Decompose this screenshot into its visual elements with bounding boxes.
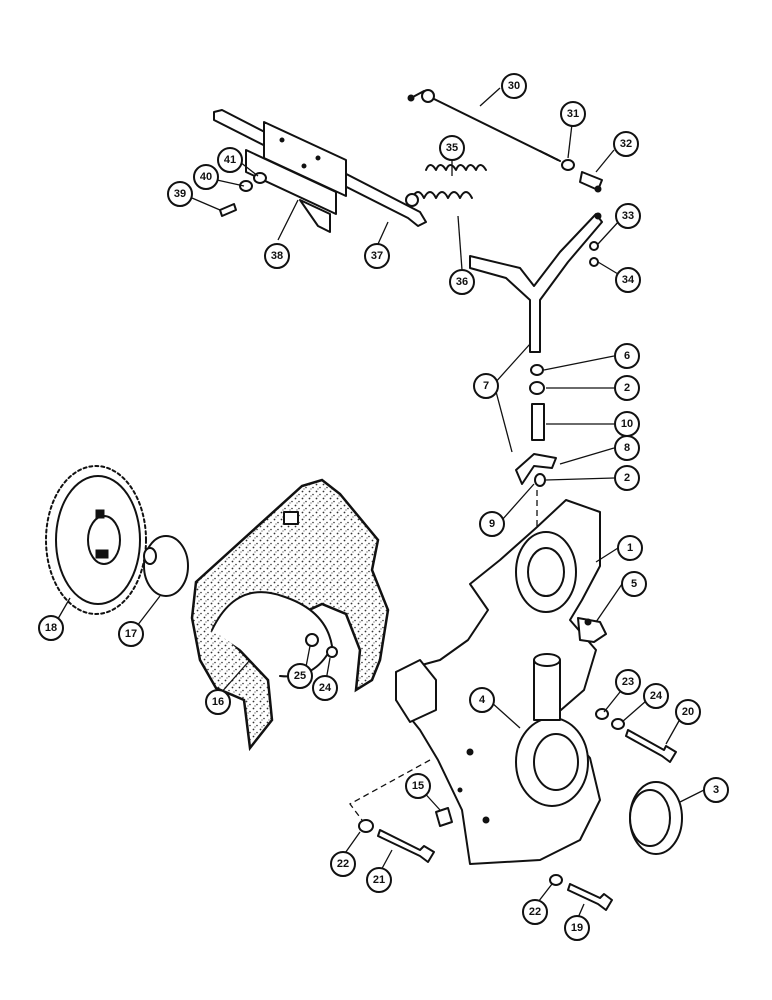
callout-label: 20 <box>682 706 694 718</box>
callout-22b: 22 <box>522 899 548 925</box>
governor-lever-part <box>213 109 427 233</box>
callout-8: 8 <box>614 435 640 461</box>
callout-label: 35 <box>446 142 458 154</box>
callout-40: 40 <box>193 164 219 190</box>
callout-25: 25 <box>287 663 313 689</box>
callout-15: 15 <box>405 773 431 799</box>
callout-39: 39 <box>167 181 193 207</box>
callout-label: 9 <box>489 518 495 530</box>
callout-label: 1 <box>627 542 633 554</box>
throttle-rod-part <box>407 89 561 162</box>
callout-6: 6 <box>614 343 640 369</box>
callout-label: 8 <box>624 442 630 454</box>
callout-7: 7 <box>473 373 499 399</box>
rod-nut-part <box>561 159 575 171</box>
bolts-part <box>349 708 677 911</box>
callout-17: 17 <box>118 621 144 647</box>
callout-label: 40 <box>200 171 212 183</box>
callout-24a: 24 <box>312 675 338 701</box>
callout-21: 21 <box>366 867 392 893</box>
callout-label: 4 <box>479 694 486 706</box>
callout-5: 5 <box>621 571 647 597</box>
callout-label: 15 <box>412 780 424 792</box>
callout-label: 30 <box>508 80 520 92</box>
callout-label: 19 <box>571 922 583 934</box>
callout-label: 31 <box>567 108 579 120</box>
gasket-part <box>190 478 390 752</box>
callout-32: 32 <box>613 131 639 157</box>
gasket-fastener-part <box>305 633 338 658</box>
callout-34: 34 <box>615 267 641 293</box>
leader-lines <box>54 87 705 921</box>
callout-label: 2 <box>624 382 630 394</box>
callout-label: 23 <box>622 676 634 688</box>
callout-33: 33 <box>615 203 641 229</box>
camshaft-gear-part <box>45 465 147 615</box>
callout-23: 23 <box>615 669 641 695</box>
callout-label: 39 <box>174 188 186 200</box>
callout-35: 35 <box>439 135 465 161</box>
callout-label: 32 <box>620 138 632 150</box>
callout-16: 16 <box>205 689 231 715</box>
callout-30: 30 <box>501 73 527 99</box>
callout-41: 41 <box>217 147 243 173</box>
callout-label: 18 <box>45 622 57 634</box>
callout-1: 1 <box>617 535 643 561</box>
callout-37: 37 <box>364 243 390 269</box>
callout-18: 18 <box>38 615 64 641</box>
callout-2a: 2 <box>614 375 640 401</box>
callout-label: 38 <box>271 250 283 262</box>
throttle-lever-part <box>469 212 603 353</box>
callout-label: 24 <box>319 682 332 694</box>
spring-part <box>405 164 487 207</box>
timing-housing-part <box>395 499 607 865</box>
callout-label: 7 <box>483 380 489 392</box>
callout-19: 19 <box>564 915 590 941</box>
callout-label: 37 <box>371 250 383 262</box>
lever-nut-part <box>589 241 599 267</box>
screw-part <box>219 172 267 217</box>
callout-9: 9 <box>479 511 505 537</box>
callout-label: 33 <box>622 210 634 222</box>
callout-label: 3 <box>713 784 719 796</box>
callout-24b: 24 <box>643 683 669 709</box>
callout-2b: 2 <box>614 465 640 491</box>
callout-label: 2 <box>624 472 630 484</box>
callout-label: 22 <box>529 906 541 918</box>
callout-label: 21 <box>373 874 385 886</box>
callout-4: 4 <box>469 687 495 713</box>
callout-label: 5 <box>631 578 637 590</box>
callout-label: 16 <box>212 696 224 708</box>
callout-22a: 22 <box>330 851 356 877</box>
callout-label: 17 <box>125 628 137 640</box>
thrust-plate-part <box>143 535 189 597</box>
callout-label: 22 <box>337 858 349 870</box>
ball-joint-part <box>579 171 603 193</box>
callout-label: 25 <box>294 670 306 682</box>
callout-label: 24 <box>650 690 663 702</box>
callout-20: 20 <box>675 699 701 725</box>
oil-seal-part <box>629 781 683 855</box>
callout-label: 10 <box>621 418 633 430</box>
callout-label: 41 <box>224 154 236 166</box>
callout-10: 10 <box>614 411 640 437</box>
callout-3: 3 <box>703 777 729 803</box>
callout-label: 6 <box>624 350 630 362</box>
callout-36: 36 <box>449 269 475 295</box>
callout-31: 31 <box>560 101 586 127</box>
callout-label: 36 <box>456 276 468 288</box>
callout-38: 38 <box>264 243 290 269</box>
callout-label: 34 <box>622 274 635 286</box>
